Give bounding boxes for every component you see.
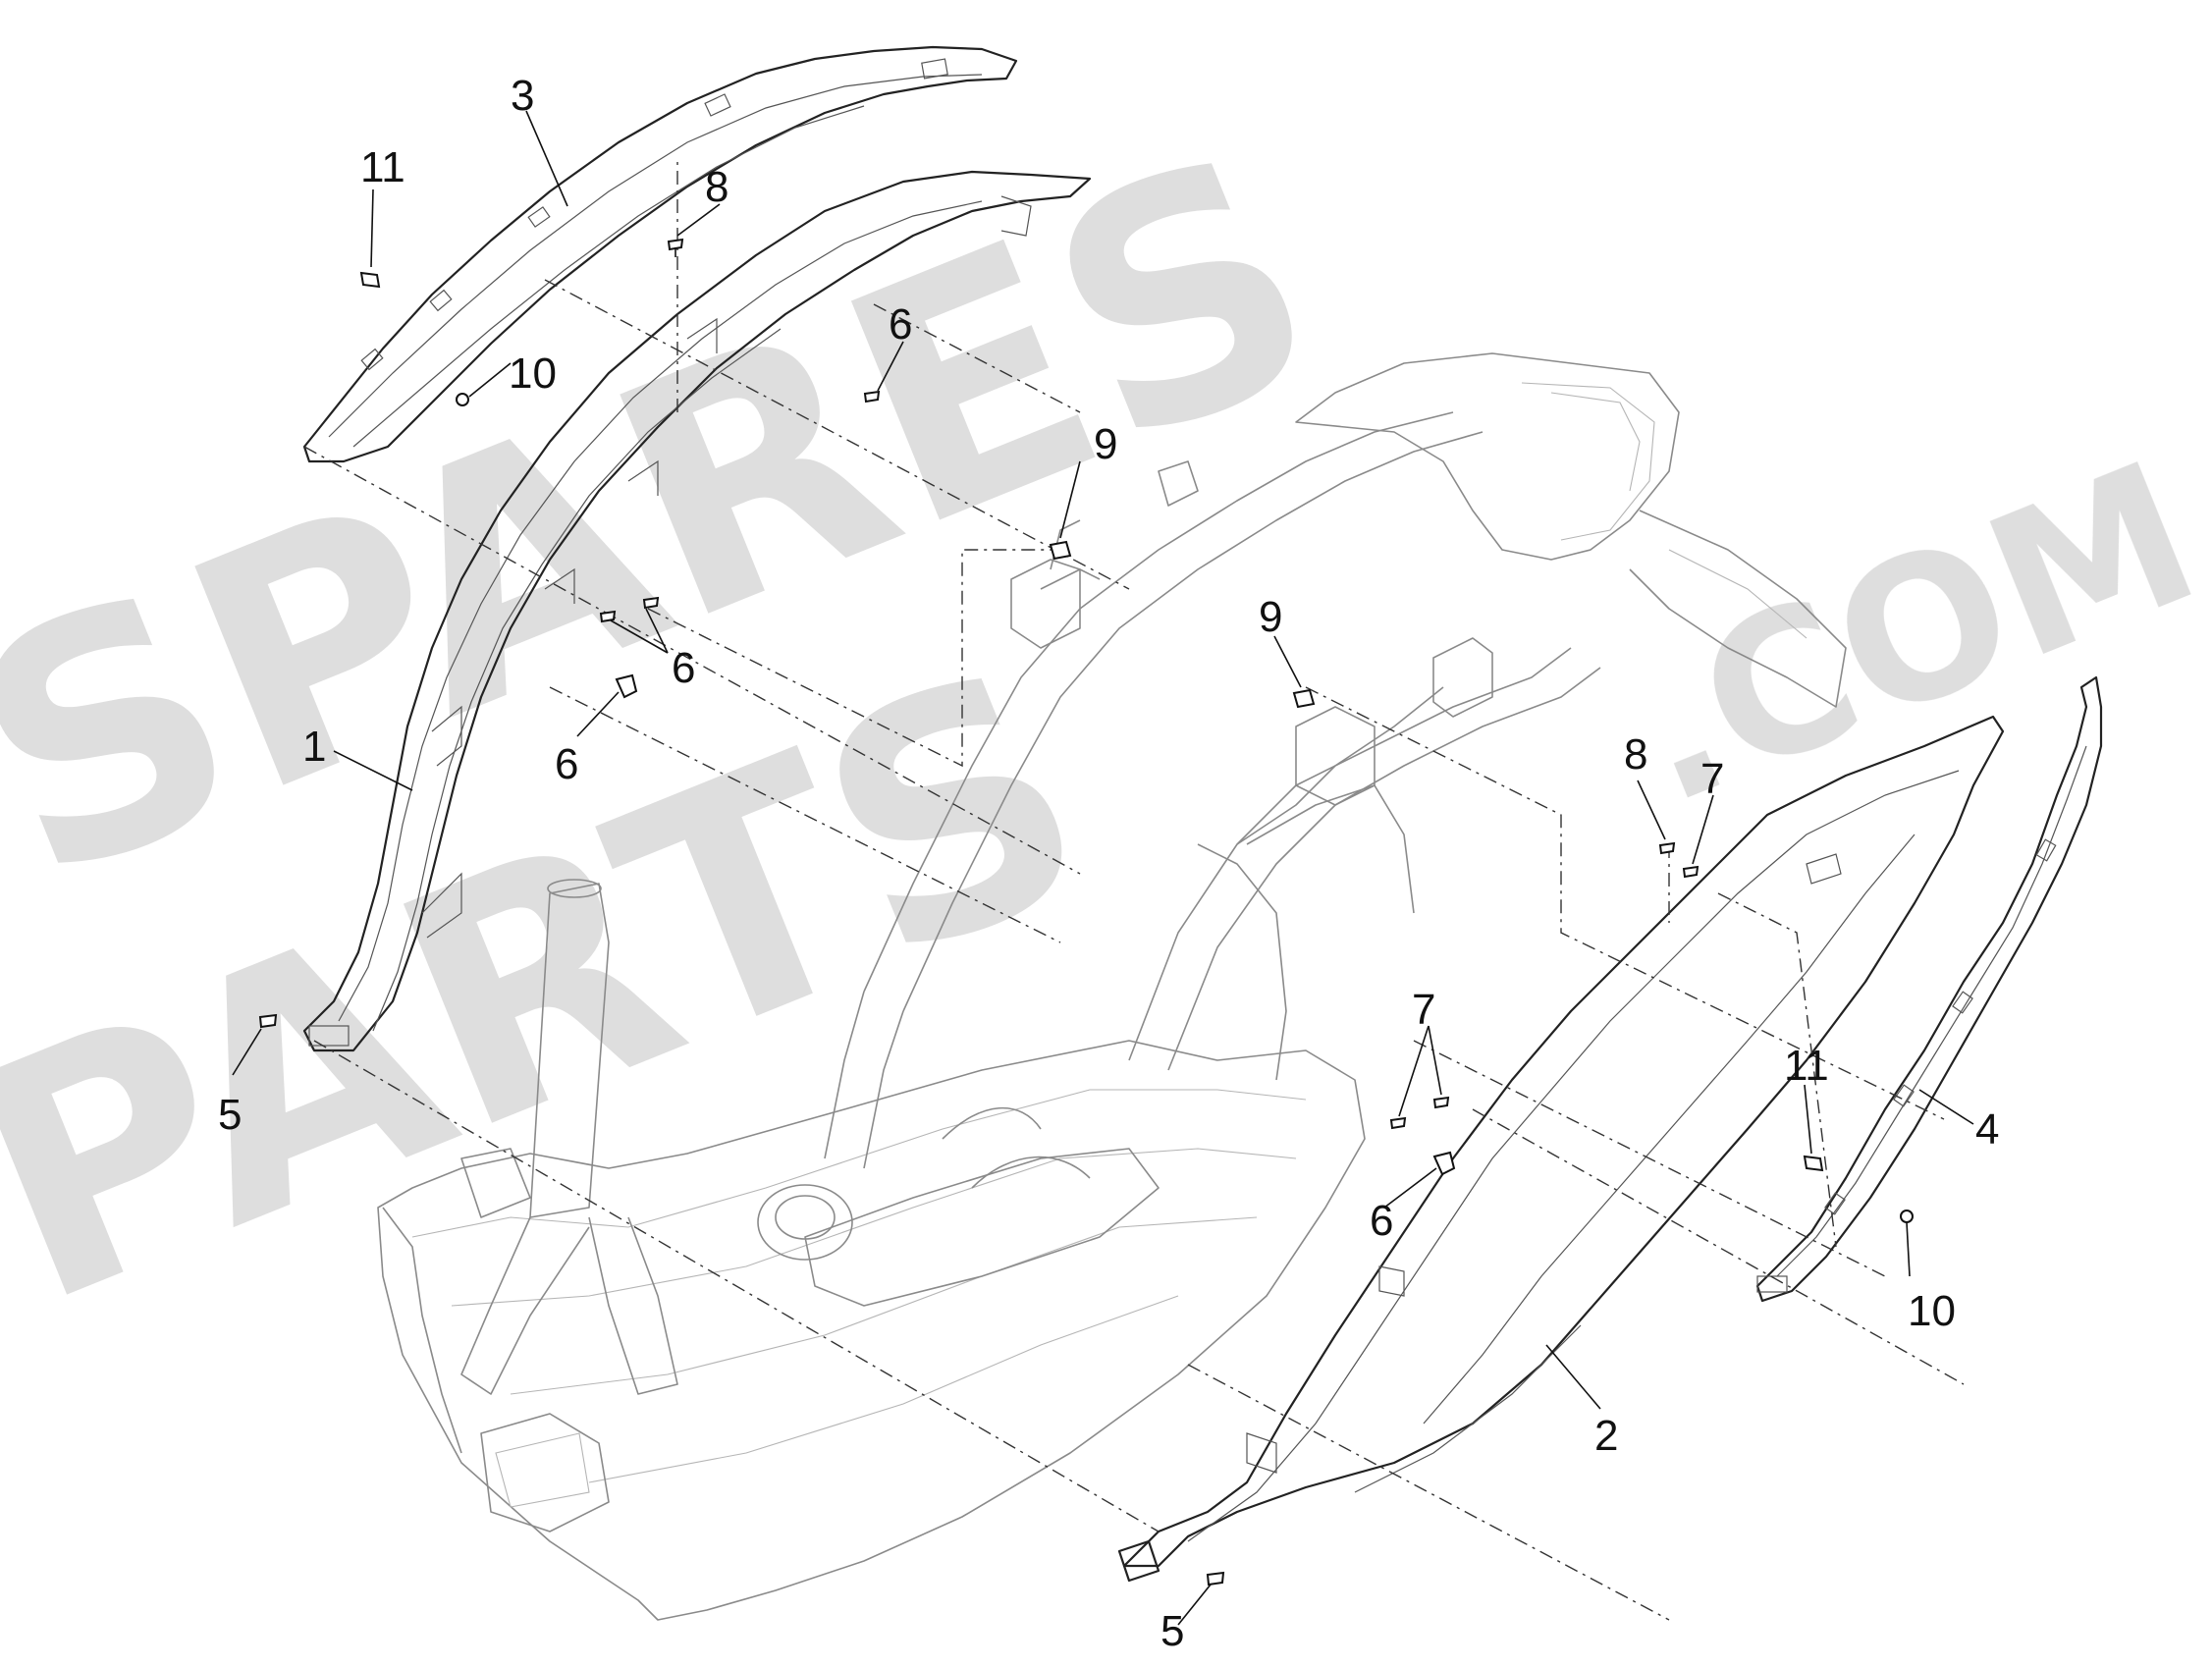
clip-11b-icon bbox=[1803, 1155, 1824, 1172]
speed-nut-9b-icon bbox=[1292, 688, 1316, 709]
callout-7-top: 6 bbox=[889, 300, 912, 349]
callout-6-left: 6 bbox=[555, 740, 578, 788]
callout-8-top: 8 bbox=[705, 163, 728, 211]
fasteners bbox=[258, 238, 1914, 1586]
watermark-text-com: .COM bbox=[1601, 419, 2212, 849]
callout-5-bottom: 5 bbox=[1160, 1607, 1184, 1655]
assembly-guide-lines bbox=[303, 157, 1965, 1621]
callout-11-left: 11 bbox=[360, 143, 405, 191]
part-3-upper-left-trim bbox=[302, 45, 1018, 463]
callout-8-right: 8 bbox=[1624, 730, 1647, 779]
screw-8b-icon bbox=[1658, 841, 1676, 855]
screw-7b-icon bbox=[642, 596, 660, 610]
nut-10b-icon bbox=[1900, 1210, 1914, 1223]
leader-lines bbox=[232, 110, 1974, 1626]
callout-3: 3 bbox=[511, 72, 534, 120]
screw-5b-icon bbox=[1206, 1571, 1225, 1586]
scooter-frame-body bbox=[377, 352, 1847, 1621]
part-1-left-side-cowl bbox=[302, 170, 1092, 1052]
callout-6-right: 6 bbox=[1370, 1197, 1393, 1245]
callout-7-right-top: 7 bbox=[1700, 755, 1724, 803]
callout-9-middle: 9 bbox=[1259, 593, 1282, 641]
callout-11-right: 11 bbox=[1784, 1042, 1829, 1090]
clip-6b-icon bbox=[1432, 1151, 1456, 1176]
nut-10a-icon bbox=[456, 393, 469, 406]
callout-2: 2 bbox=[1594, 1412, 1618, 1460]
screw-7c-icon bbox=[599, 610, 617, 623]
callout-1: 1 bbox=[302, 723, 326, 771]
screw-5a-icon bbox=[258, 1013, 278, 1029]
callout-9-top: 9 bbox=[1094, 420, 1117, 468]
callout-4: 4 bbox=[1975, 1105, 1999, 1154]
screw-7e-icon bbox=[1432, 1096, 1450, 1109]
callout-10-right: 10 bbox=[1908, 1287, 1956, 1335]
clip-11a-icon bbox=[359, 271, 381, 289]
callout-7-left-pair: 6 bbox=[672, 644, 695, 692]
clip-6a-icon bbox=[615, 673, 638, 699]
callout-7-right-mid: 7 bbox=[1412, 986, 1435, 1034]
screw-7f-icon bbox=[1389, 1116, 1407, 1130]
part-2-right-side-cowl bbox=[1117, 715, 2005, 1583]
screw-7a-icon bbox=[863, 390, 881, 403]
speed-nut-9a-icon bbox=[1049, 540, 1072, 561]
screw-7d-icon bbox=[1682, 865, 1699, 879]
callout-10-left: 10 bbox=[509, 350, 557, 398]
callout-labels: 3 11 8 6 10 9 9 6 1 6 5 8 7 7 11 4 6 10 … bbox=[218, 72, 1999, 1655]
callout-5-left: 5 bbox=[218, 1091, 242, 1139]
screw-8a-icon bbox=[667, 238, 684, 251]
